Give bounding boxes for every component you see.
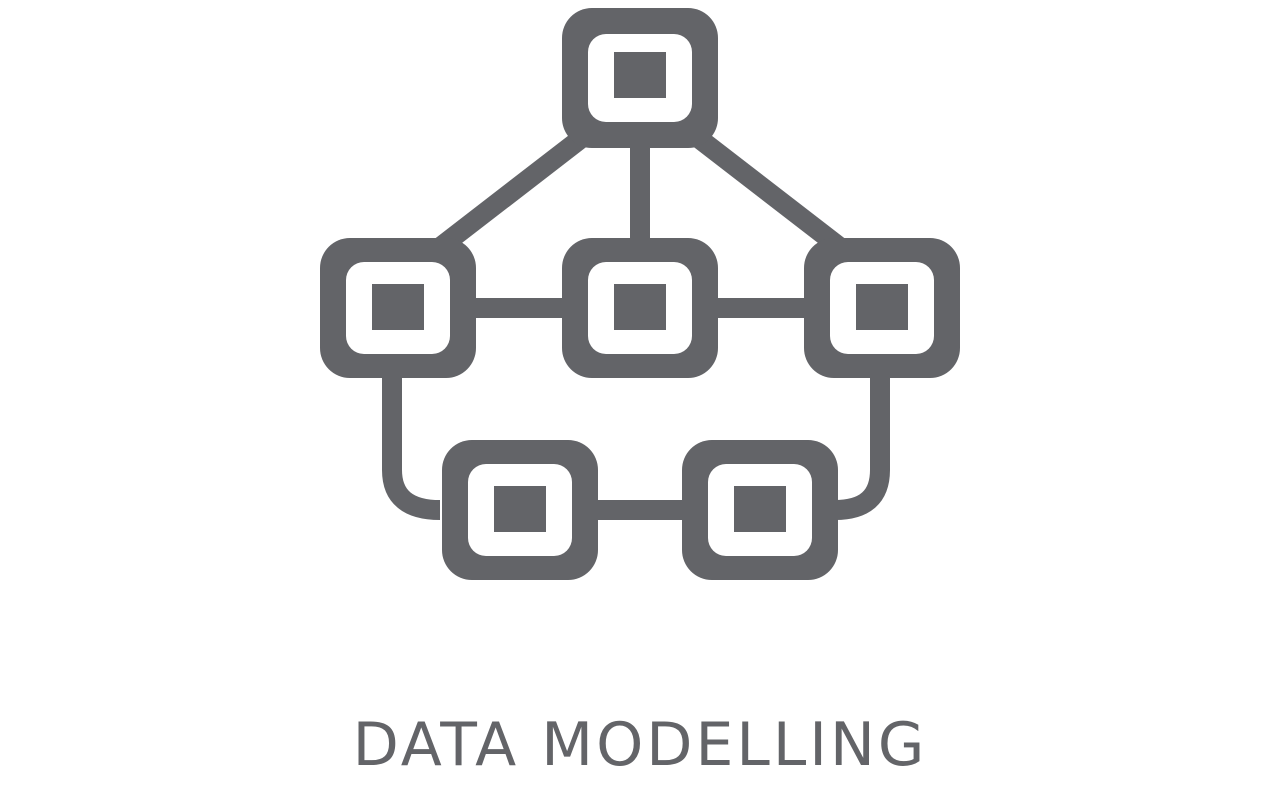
edges — [382, 122, 890, 520]
node-bottom-right — [682, 440, 838, 580]
node-center — [562, 238, 718, 378]
node-bottom-left — [442, 440, 598, 580]
edge-bottom-right-right — [834, 370, 890, 520]
edge-root-left — [423, 122, 599, 263]
node-left — [320, 238, 476, 378]
title: DATA MODELLING — [352, 710, 928, 780]
edge-left-bottom-left — [382, 370, 441, 520]
edge-root-right — [681, 122, 857, 263]
node-right — [804, 238, 960, 378]
node-root — [562, 8, 718, 148]
